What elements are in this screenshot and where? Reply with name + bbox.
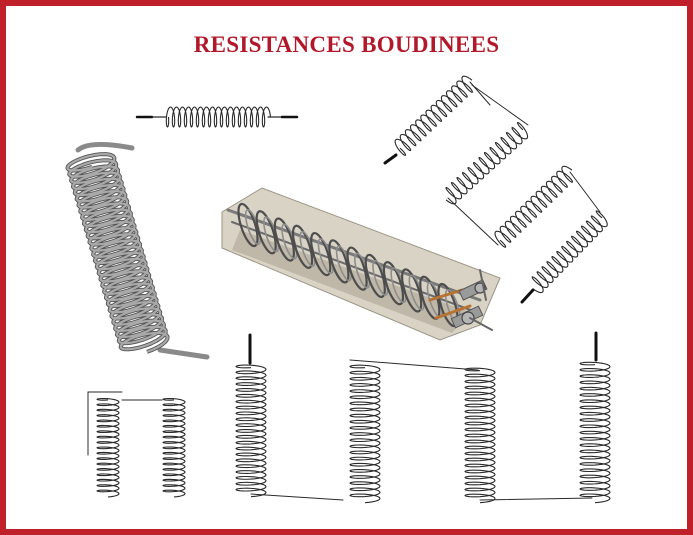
page-title: RESISTANCES BOUDINEES	[193, 32, 500, 57]
zigzag-coil-assembly-icon	[383, 75, 608, 304]
heater-cartridge-icon	[221, 187, 501, 341]
large-helical-coil-icon	[65, 142, 210, 360]
long-serpentine-coil-icon	[235, 331, 611, 504]
small-horizontal-coil-icon	[135, 106, 299, 128]
two-loop-coil-icon	[87, 391, 186, 498]
